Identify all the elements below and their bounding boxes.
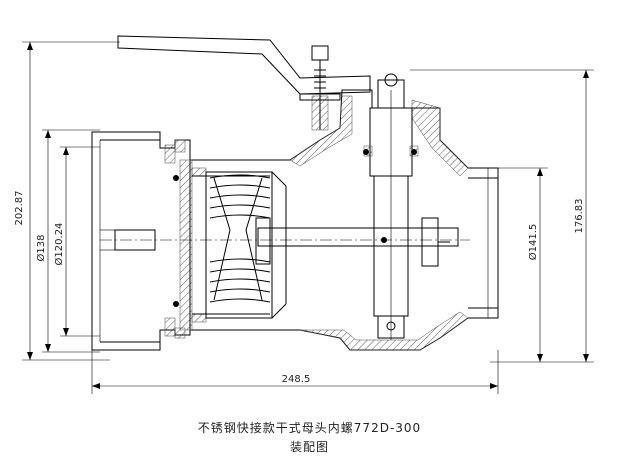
dim-overall-height: 202.87 xyxy=(14,191,25,226)
valve-body xyxy=(91,89,499,351)
stem-assembly xyxy=(255,73,459,340)
dim-right-height: 176.83 xyxy=(574,199,585,234)
drawing-subtitle: 装配图 xyxy=(289,440,329,454)
drawing-title: 不锈钢快接款干式母头内螺772D-300 xyxy=(197,421,422,435)
dim-outlet-diameter: Ø141.5 xyxy=(527,224,539,261)
dimension-lines xyxy=(22,41,594,394)
dim-inner-diameter: Ø120.24 xyxy=(53,223,65,266)
spring xyxy=(205,171,287,319)
handle-assembly xyxy=(117,35,371,131)
dim-outer-diameter: Ø138 xyxy=(35,235,47,262)
dim-overall-length: 248.5 xyxy=(282,374,311,385)
